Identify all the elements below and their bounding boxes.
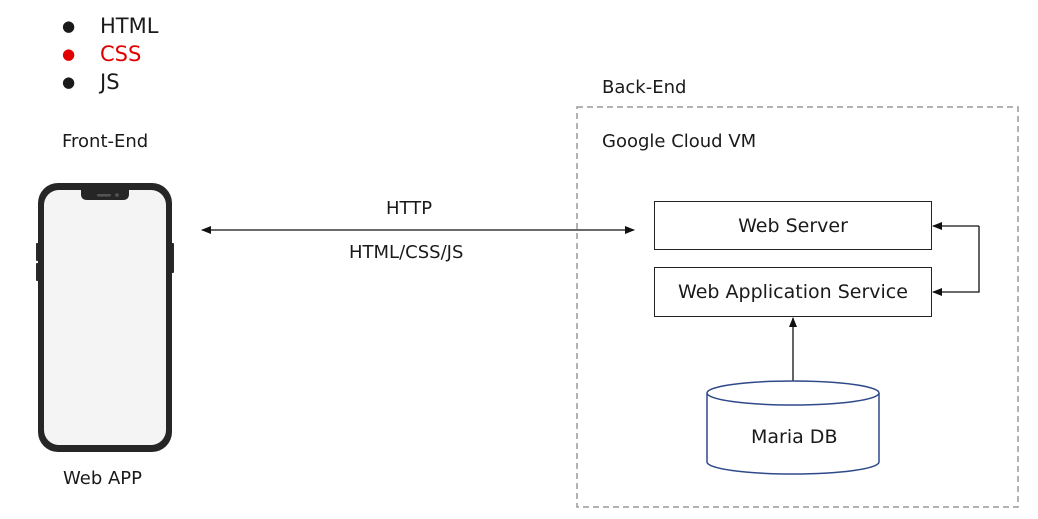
http-label: HTTP: [386, 198, 433, 219]
frontend-heading: Front-End: [62, 131, 149, 152]
server-to-app-arrow: [932, 226, 980, 296]
list-item-html: HTML: [100, 14, 159, 38]
list-item-js: JS: [100, 70, 120, 94]
bullet-icon: ●: [62, 17, 76, 35]
web-app-service-box: Web Application Service: [654, 267, 932, 317]
bullet-icon: ●: [62, 73, 76, 91]
backend-heading: Back-End: [602, 77, 687, 98]
phone-icon: [36, 183, 174, 452]
database-icon: [706, 380, 880, 475]
bullet-icon: ●: [62, 45, 76, 63]
backend-container: [576, 106, 1019, 508]
web-server-box: Web Server: [654, 201, 932, 250]
payload-label: HTML/CSS/JS: [349, 242, 464, 263]
web-app-caption: Web APP: [63, 468, 142, 489]
database-label: Maria DB: [751, 426, 838, 448]
vm-label: Google Cloud VM: [602, 131, 757, 152]
list-item-css: CSS: [100, 42, 142, 66]
